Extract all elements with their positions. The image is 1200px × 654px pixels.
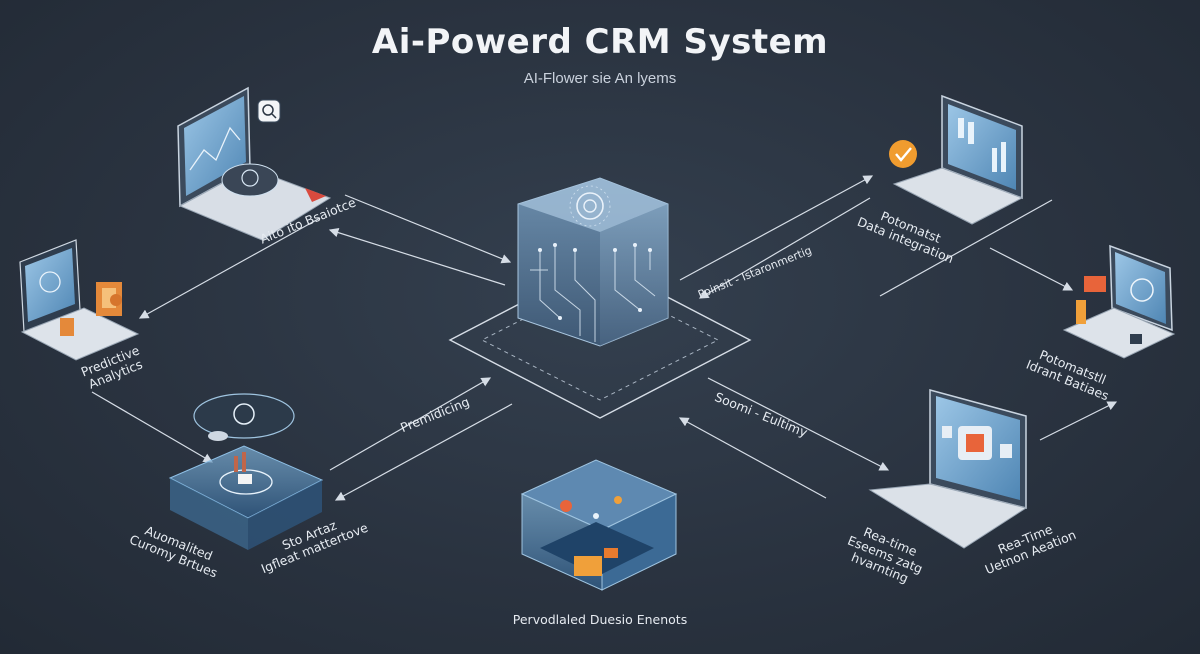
footer-label: Pervodlaled Duesio Enenots: [512, 612, 688, 627]
page-subtitle: AI-Flower sie An lyems: [523, 70, 677, 87]
central-ai-server-icon: [517, 177, 669, 347]
personalized-engagement-icon: [520, 459, 678, 591]
connector-bottom-left-out: [334, 403, 513, 501]
center-platform: [448, 261, 752, 419]
connector-left: [138, 217, 321, 319]
data-integration-laptop-icon: [889, 94, 1024, 225]
page-title: Ai-Powerd CRM System: [371, 22, 829, 62]
connector-right: [989, 247, 1074, 291]
connector-top-right-out: [698, 197, 871, 299]
connector-bottom-right-in: [707, 377, 890, 471]
automated-workflow-hologram-icon: [168, 393, 324, 550]
connector-top-left-out: [328, 227, 506, 286]
connector-bottom-left-in: [329, 377, 492, 471]
connector-top-right-in: [679, 175, 874, 281]
predictive-analytics-icon: [19, 239, 140, 361]
connector-left-down: [91, 391, 214, 463]
real-time-laptop-icon: [868, 389, 1028, 549]
dashboard-monitor-icon: [1062, 244, 1176, 359]
analytics-laptop-icon: [177, 86, 332, 241]
connector-top-right-link: [879, 199, 1053, 297]
connector-bottom-right-out: [678, 417, 827, 499]
connector-top-left-in: [344, 194, 512, 264]
connector-lines: [91, 175, 1118, 501]
connector-bottom-right-up: [1039, 401, 1118, 441]
